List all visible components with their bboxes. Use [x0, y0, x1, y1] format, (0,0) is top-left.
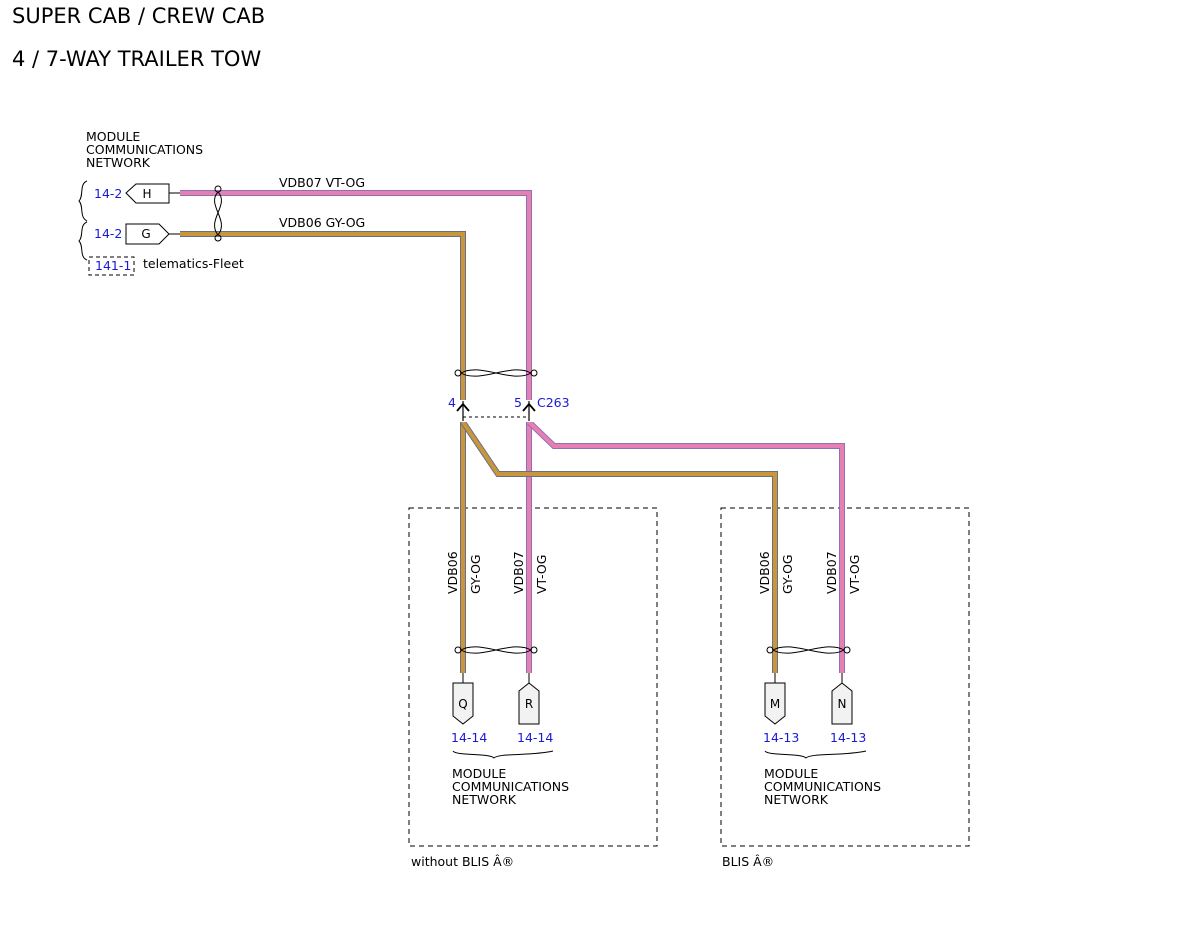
right-brace — [764, 750, 867, 759]
pin-h-label: H — [142, 187, 151, 201]
wire-label-vdb07: VDB07 VT-OG — [279, 175, 365, 190]
wire-vdb07 — [180, 190, 845, 673]
pin-q-terminal — [452, 682, 474, 725]
pin-n-terminal — [831, 682, 853, 725]
right-vdb06-color: GY-OG — [780, 554, 795, 594]
pin-n-label: N — [838, 697, 847, 711]
right-module-label-2: COMMUNICATIONS — [764, 779, 881, 794]
page-subtitle: 4 / 7-WAY TRAILER TOW — [12, 47, 262, 71]
wire-label-vdb06: VDB06 GY-OG — [279, 215, 365, 230]
right-module-label-1: MODULE — [764, 766, 818, 781]
source-module-label-3: NETWORK — [86, 155, 151, 170]
left-module-label-1: MODULE — [452, 766, 506, 781]
connector-pin-4: 4 — [448, 395, 456, 410]
connector-pin-5: 5 — [514, 395, 522, 410]
twisted-pair-main — [454, 369, 538, 377]
wire-vdb06 — [180, 231, 778, 673]
left-box-caption: without BLIS Â® — [411, 854, 514, 869]
right-module-label-3: NETWORK — [764, 792, 829, 807]
page-title: SUPER CAB / CREW CAB — [12, 4, 266, 28]
ref-m: 14-13 — [763, 730, 799, 745]
pin-m-label: M — [770, 697, 780, 711]
source-module-label-2: COMMUNICATIONS — [86, 142, 203, 157]
ref-r: 14-14 — [517, 730, 553, 745]
source-ref-g: 14-2 — [94, 226, 122, 241]
left-vdb06-color: GY-OG — [468, 554, 483, 594]
source-module-label-1: MODULE — [86, 129, 140, 144]
right-vdb07-color: VT-OG — [847, 555, 862, 594]
pin-r-terminal — [518, 682, 540, 725]
pin-q-label: Q — [458, 697, 467, 711]
left-module-label-3: NETWORK — [452, 792, 517, 807]
option-box-blis — [720, 507, 970, 847]
twisted-pair-source — [214, 185, 222, 242]
pin-g-terminal — [125, 223, 170, 245]
right-vdb07-circuit: VDB07 — [824, 551, 839, 594]
ref-q: 14-14 — [451, 730, 487, 745]
twisted-pair-left — [454, 646, 538, 654]
pin-r-label: R — [525, 697, 533, 711]
pin-m-terminal — [764, 682, 786, 725]
right-box-caption: BLIS Â® — [722, 854, 774, 869]
twisted-pair-right — [766, 646, 851, 654]
left-brace — [452, 750, 554, 759]
option-ref: 141-1 — [95, 258, 131, 273]
ref-n: 14-13 — [830, 730, 866, 745]
left-vdb06-circuit: VDB06 — [445, 551, 460, 594]
option-ref-box — [88, 256, 135, 276]
option-box-without-blis — [408, 507, 658, 847]
pin-g-label: G — [141, 227, 150, 241]
source-ref-h: 14-2 — [94, 186, 122, 201]
left-module-label-2: COMMUNICATIONS — [452, 779, 569, 794]
left-vdb07-color: VT-OG — [534, 555, 549, 594]
source-brace-h — [78, 180, 88, 222]
option-label: telematics-Fleet — [143, 256, 244, 271]
connector-c263 — [456, 400, 538, 422]
left-vdb07-circuit: VDB07 — [511, 551, 526, 594]
source-brace-g — [78, 221, 88, 261]
connector-name: C263 — [537, 395, 570, 410]
right-vdb06-circuit: VDB06 — [757, 551, 772, 594]
